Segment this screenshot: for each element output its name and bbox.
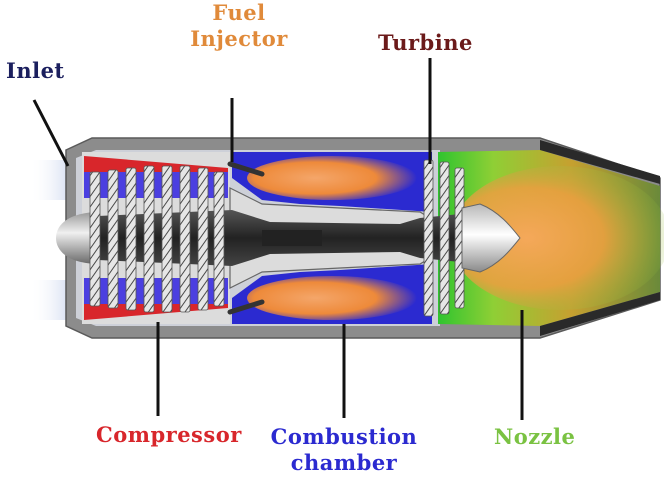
combustion-chamber-label: Combustion chamber [264, 424, 424, 476]
inlet-pointer [34, 100, 68, 166]
upper-flame [247, 156, 417, 200]
fuel-injector-label-line1: Fuel [184, 0, 294, 26]
compressor-label: Compressor [96, 422, 242, 448]
turbine-label: Turbine [378, 30, 473, 56]
fuel-injector-label: Fuel Injector [184, 0, 294, 52]
lower-flame [247, 276, 417, 320]
inlet-label: Inlet [6, 58, 65, 84]
combustion-label-line1: Combustion [264, 424, 424, 450]
fuel-injector-label-line2: Injector [184, 26, 294, 52]
combustion-label-line2: chamber [264, 450, 424, 476]
nozzle-label: Nozzle [494, 424, 575, 450]
turbine-blades [424, 160, 464, 316]
